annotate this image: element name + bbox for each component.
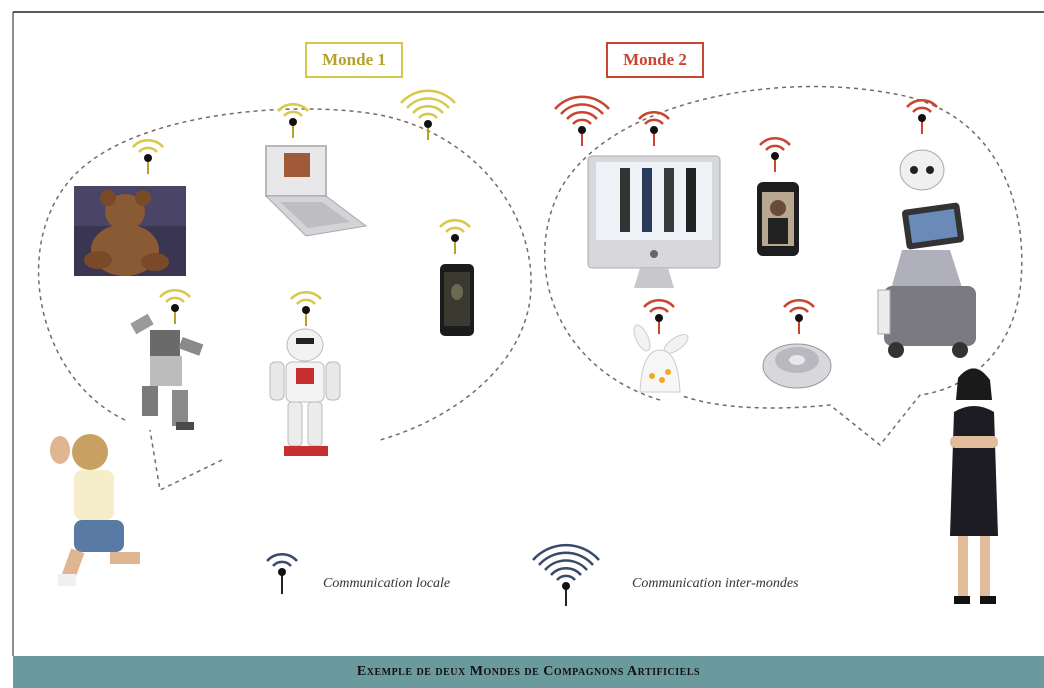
world1-bubble [37, 108, 532, 492]
imac-image [587, 155, 721, 288]
legend-inter-icon [532, 543, 600, 606]
world1-inter-antenna-icon [399, 89, 457, 142]
nao-local-antenna-icon [289, 290, 323, 328]
nao-robot-image [269, 328, 341, 456]
legend-local-icon [266, 552, 298, 594]
smartphone-local-antenna-icon [438, 218, 472, 256]
kompai-robot-image [877, 149, 976, 358]
world2-bubble [544, 85, 1023, 447]
figure-caption: Exemple de deux Mondes de Compagnons Art… [13, 656, 1044, 688]
nabaztag-local-antenna-icon [642, 298, 676, 336]
bioloid-robot-image [130, 313, 204, 430]
legend-inter-label: Communication inter-mondes [632, 576, 799, 591]
world1-label: Monde 1 [305, 42, 403, 78]
imac-local-antenna-icon [637, 110, 671, 148]
laptop-image [264, 145, 368, 237]
roomba-local-antenna-icon [782, 298, 816, 336]
world2-label: Monde 2 [606, 42, 704, 78]
bioloid-local-antenna-icon [158, 288, 192, 326]
roomba-image [762, 343, 832, 389]
smartphone-image [440, 264, 474, 336]
teddy-local-antenna-icon [131, 138, 165, 176]
iphone-image [757, 182, 799, 256]
world2-inter-antenna-icon [553, 95, 611, 148]
legend-local-label: Communication locale [323, 576, 451, 591]
teddy-bear-image [74, 186, 186, 276]
iphone-local-antenna-icon [758, 136, 792, 174]
nabaztag-image [633, 324, 689, 393]
girl-image [50, 434, 140, 586]
woman-image [950, 368, 998, 604]
